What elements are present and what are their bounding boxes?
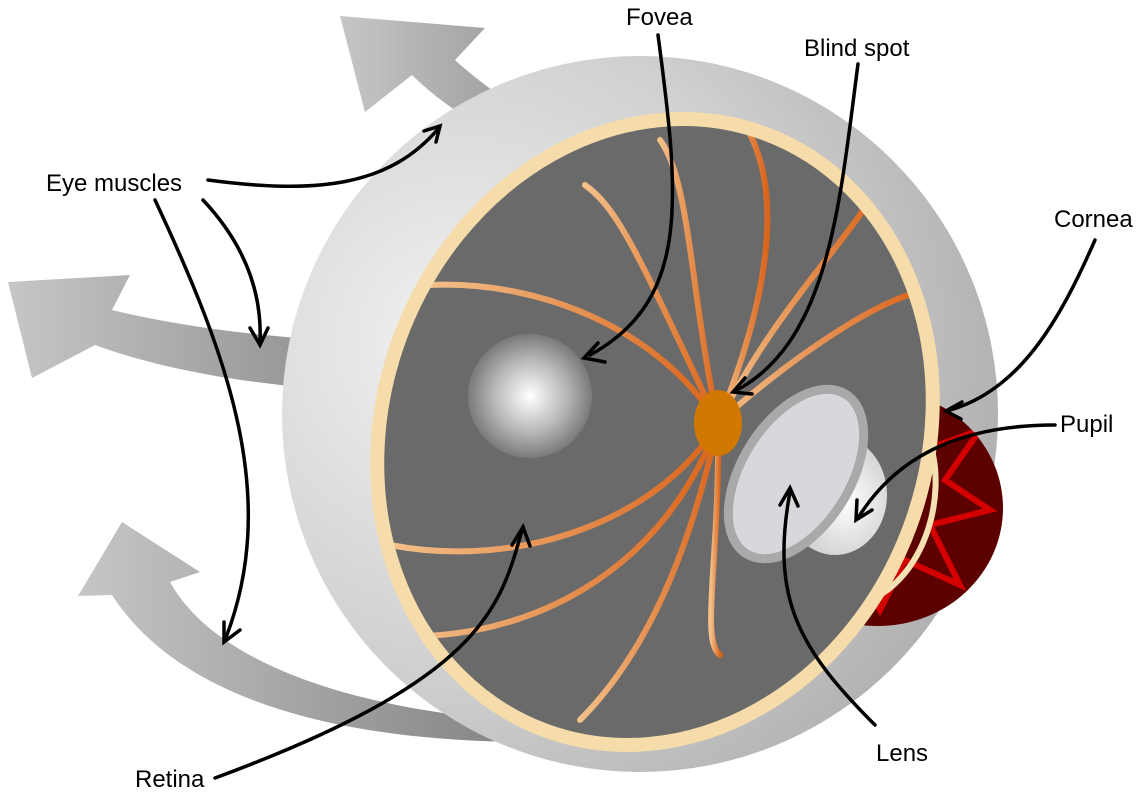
retina-rim — [370, 112, 940, 752]
cornea-arrow — [942, 238, 1097, 421]
leader-arrows — [153, 33, 1097, 780]
label-fovea: Fovea — [626, 4, 693, 31]
fovea-spot — [468, 334, 592, 458]
label-blind-spot: Blind spot — [804, 35, 910, 62]
eye-muscles-arrow-middle — [201, 198, 270, 349]
pupil-arrow — [854, 423, 1057, 524]
label-pupil: Pupil — [1060, 411, 1113, 438]
label-lens: Lens — [876, 740, 928, 767]
labels: Fovea Blind spot Eye muscles Cornea Pupi… — [46, 4, 1133, 793]
label-cornea: Cornea — [1054, 206, 1133, 233]
blind-spot-arrow — [729, 62, 860, 396]
label-retina: Retina — [135, 766, 205, 793]
fovea-arrow — [580, 33, 675, 364]
optic-disc — [694, 390, 742, 456]
retina-arrow — [213, 523, 532, 780]
lower-muscle — [78, 522, 560, 743]
eye-muscles-arrow-lower — [153, 198, 250, 646]
lens — [723, 384, 869, 564]
eye-muscles-arrow-upper — [206, 123, 443, 188]
lens-arrow — [778, 484, 877, 727]
label-eye-muscles: Eye muscles — [46, 170, 182, 197]
